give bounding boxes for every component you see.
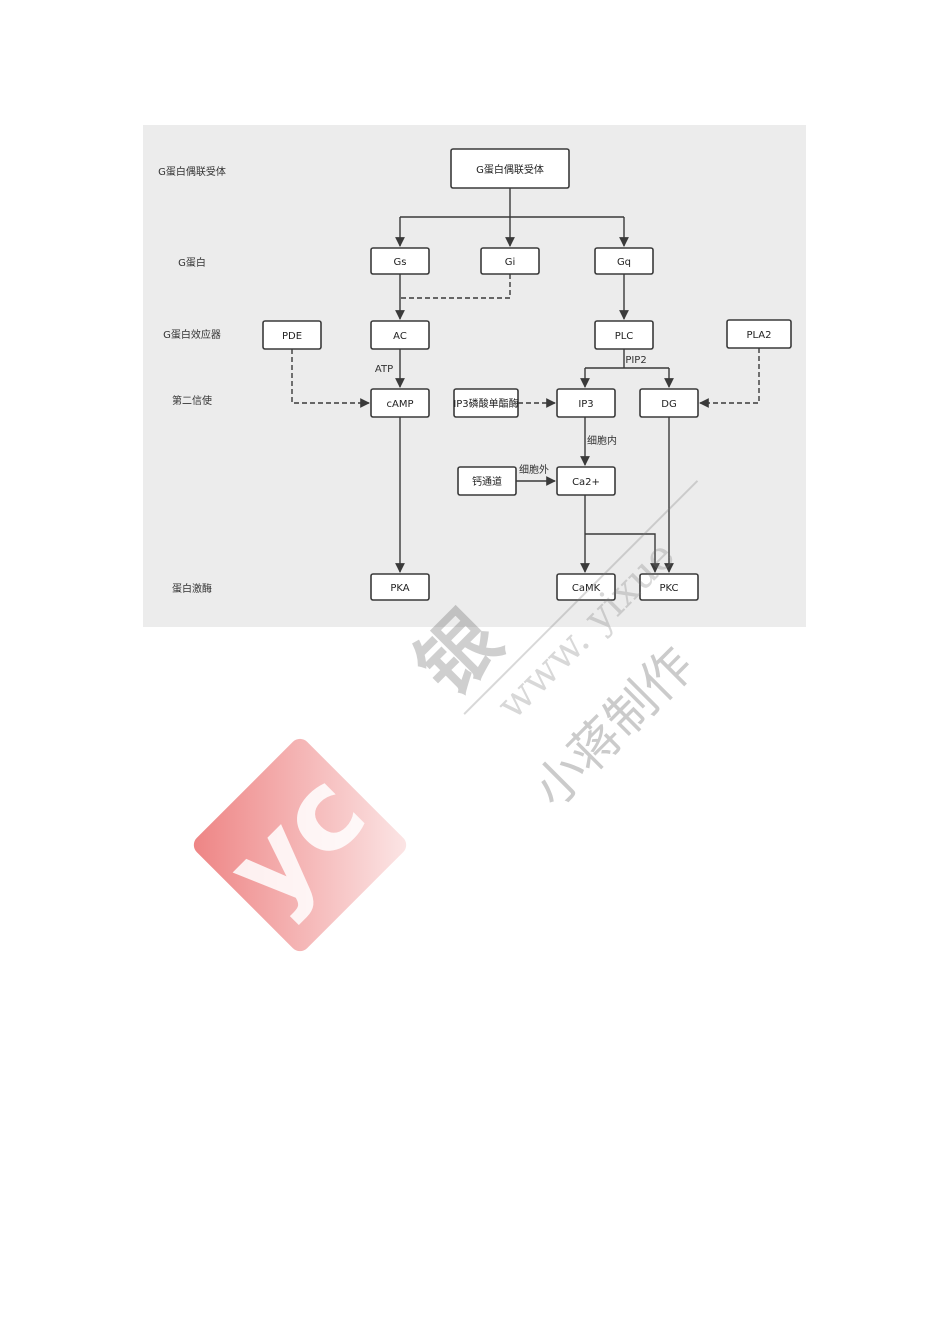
edge-pde-camp: [291, 349, 370, 408]
node-ip3-phosphatase: IP3磷酸单酯酶: [453, 388, 519, 418]
row-label-receptor: G蛋白偶联受体: [158, 165, 226, 178]
edge-ca2-pkc: [585, 533, 660, 573]
node-gpcr-label: G蛋白偶联受体: [476, 163, 544, 176]
node-dg: DG: [639, 388, 699, 418]
node-pkc: PKC: [639, 573, 699, 601]
node-ca-channel: 钙通道: [457, 466, 517, 496]
node-pkc-label: PKC: [659, 583, 678, 594]
node-pka-label: PKA: [390, 583, 409, 594]
node-gi: Gi: [480, 247, 540, 275]
node-gpcr: G蛋白偶联受体: [450, 148, 570, 189]
node-camk: CaMK: [556, 573, 616, 601]
row-label-second-messenger: 第二信使: [172, 394, 212, 407]
node-ac: AC: [370, 320, 430, 350]
edge-label-extracellular: 细胞外: [519, 463, 549, 476]
node-gi-label: Gi: [505, 257, 516, 268]
node-ip3-label: IP3: [578, 399, 593, 410]
edge-pla2-dg: [699, 348, 760, 408]
node-pla2: PLA2: [726, 319, 792, 349]
edge-gi-ac-inhibit: [400, 274, 511, 299]
row-label-effector: G蛋白效应器: [163, 328, 221, 341]
node-camp-label: cAMP: [387, 399, 414, 410]
diagram-background: [143, 125, 806, 627]
node-ca-channel-label: 钙通道: [472, 475, 502, 488]
node-ca2: Ca2+: [556, 466, 616, 496]
row-label-kinase: 蛋白激酶: [172, 582, 212, 595]
node-pka: PKA: [370, 573, 430, 601]
node-ip3: IP3: [556, 388, 616, 418]
node-plc: PLC: [594, 320, 654, 350]
edges: [291, 188, 760, 573]
node-gq: Gq: [594, 247, 654, 275]
node-camp: cAMP: [370, 388, 430, 418]
node-plc-label: PLC: [615, 331, 634, 342]
node-dg-label: DG: [661, 399, 676, 410]
node-ca2-label: Ca2+: [572, 477, 600, 488]
node-ip3-phosphatase-label: IP3磷酸单酯酶: [453, 397, 518, 410]
edge-label-intracellular: 细胞内: [587, 434, 617, 447]
node-camk-label: CaMK: [572, 583, 601, 594]
node-ac-label: AC: [393, 331, 407, 342]
edge-label-pip2: PIP2: [625, 355, 646, 366]
node-gs-label: Gs: [394, 257, 407, 268]
node-pla2-label: PLA2: [746, 330, 771, 341]
node-gs: Gs: [370, 247, 430, 275]
node-gq-label: Gq: [617, 257, 631, 268]
row-label-gprotein: G蛋白: [178, 256, 206, 269]
edge-label-atp: ATP: [375, 364, 393, 375]
node-pde-label: PDE: [282, 331, 302, 342]
node-pde: PDE: [262, 320, 322, 350]
